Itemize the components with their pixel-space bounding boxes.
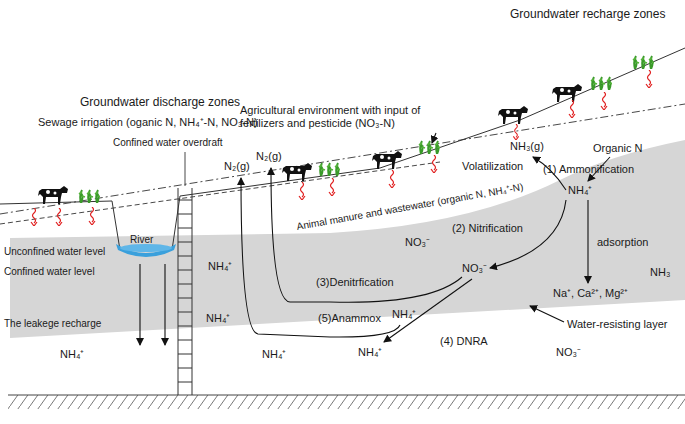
label: Sewage irrigation (oganic N, NH₄⁺-N, NO₃… bbox=[38, 116, 258, 129]
label: (3)Denitrfication bbox=[316, 276, 394, 289]
label: NO₃⁻ bbox=[462, 262, 487, 275]
label: NH₄⁺ bbox=[206, 312, 230, 325]
river bbox=[116, 244, 176, 257]
water-resisting-layer bbox=[10, 140, 685, 338]
label: NH₄⁺ bbox=[358, 346, 382, 359]
label: Water-resisting layer bbox=[567, 318, 667, 331]
label: Organic N bbox=[593, 142, 643, 155]
label: NH₃(g) bbox=[510, 140, 544, 153]
label: NH₄⁺ bbox=[262, 348, 286, 361]
label: Confined water level bbox=[4, 266, 95, 278]
label: (2) Nitrification bbox=[452, 222, 523, 235]
label: Groundwater discharge zones bbox=[80, 96, 240, 110]
label: (5)Anammox bbox=[318, 312, 381, 325]
label: NH₄⁺ bbox=[568, 184, 592, 197]
label: River bbox=[130, 234, 153, 246]
label: N₂(g) bbox=[224, 160, 250, 173]
label: The leakege recharge bbox=[4, 318, 101, 330]
label: adsorption bbox=[597, 236, 648, 249]
label: NH₃ bbox=[650, 266, 670, 279]
label: Groundwater recharge zones bbox=[510, 8, 665, 22]
label: Agricultural environment with input of f… bbox=[240, 104, 465, 129]
label: NO₃⁻ bbox=[405, 236, 430, 249]
label: NH₄⁺ bbox=[60, 348, 84, 361]
label: NH₄⁺ bbox=[208, 260, 232, 273]
label: NO₃⁻ bbox=[556, 346, 581, 359]
label: Unconfined water level bbox=[4, 246, 105, 258]
label: N₂(g) bbox=[256, 150, 282, 163]
well bbox=[178, 188, 192, 395]
label: Volatilization bbox=[462, 160, 523, 173]
ground-surface bbox=[0, 48, 685, 250]
label: Na⁺, Ca²⁺, Mg²⁺ bbox=[553, 287, 628, 300]
label: Confined water overdraft bbox=[113, 137, 223, 149]
label: NH₄⁺ bbox=[392, 308, 416, 321]
label: (4) DNRA bbox=[440, 335, 488, 348]
label: (1) Ammonification bbox=[543, 163, 634, 176]
